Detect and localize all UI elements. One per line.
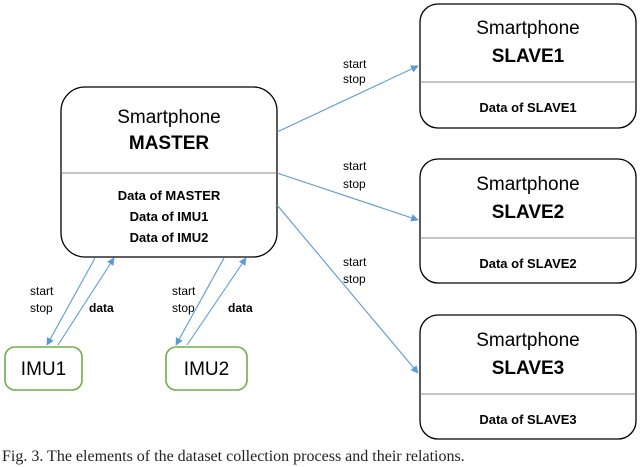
arrow-master-to-slave3 <box>276 204 419 374</box>
imu1-cmd-stop: stop <box>30 301 53 315</box>
master-data-line: Data of IMU2 <box>130 230 209 245</box>
arrow-master-to-imu1 <box>46 257 96 346</box>
imu2-cmd-stop: stop <box>172 301 195 315</box>
slave3-title: Smartphone <box>476 330 580 351</box>
figure-caption: Fig. 3. The elements of the dataset coll… <box>2 448 465 465</box>
master-node: Smartphone MASTER Data of MASTER Data of… <box>60 86 278 258</box>
imu2-cmd-start: start <box>172 284 196 298</box>
link2-cmd-start: start <box>343 159 367 173</box>
slave1-data: Data of SLAVE1 <box>479 100 576 115</box>
master-data-line: Data of IMU1 <box>130 209 209 224</box>
arrow-imu2-to-master <box>186 257 247 346</box>
slave3-name: SLAVE3 <box>492 358 565 379</box>
slave2-name: SLAVE2 <box>492 202 565 223</box>
arrow-master-to-imu2 <box>175 257 225 346</box>
imu2-node: IMU2 <box>165 346 248 391</box>
slave3-node: Smartphone SLAVE3 Data of SLAVE3 <box>419 314 637 440</box>
slave2-title: Smartphone <box>476 174 580 195</box>
link3-cmd-stop: stop <box>343 272 366 286</box>
link1-cmd-stop: stop <box>343 72 366 86</box>
imu1-data-label: data <box>89 301 114 315</box>
link2-cmd-stop: stop <box>343 177 366 191</box>
master-name: MASTER <box>129 133 210 154</box>
slave2-data: Data of SLAVE2 <box>479 256 576 271</box>
master-data-line: Data of MASTER <box>118 188 221 203</box>
master-title: Smartphone <box>117 107 221 128</box>
arrow-imu1-to-master <box>57 257 115 346</box>
slave3-data: Data of SLAVE3 <box>479 412 576 427</box>
slave1-name: SLAVE1 <box>492 46 565 67</box>
imu1-cmd-start: start <box>30 284 54 298</box>
link3-cmd-start: start <box>343 255 367 269</box>
arrow-master-to-slave2 <box>276 172 419 222</box>
imu2-label: IMU2 <box>184 359 229 380</box>
imu1-node: IMU1 <box>4 346 83 391</box>
slave2-node: Smartphone SLAVE2 Data of SLAVE2 <box>419 158 637 284</box>
arrow-master-to-slave1 <box>276 65 419 133</box>
imu2-data-label: data <box>228 301 253 315</box>
link1-cmd-start: start <box>343 57 367 71</box>
slave1-node: Smartphone SLAVE1 Data of SLAVE1 <box>419 3 637 129</box>
slave1-title: Smartphone <box>476 18 580 39</box>
imu1-label: IMU1 <box>21 359 66 380</box>
